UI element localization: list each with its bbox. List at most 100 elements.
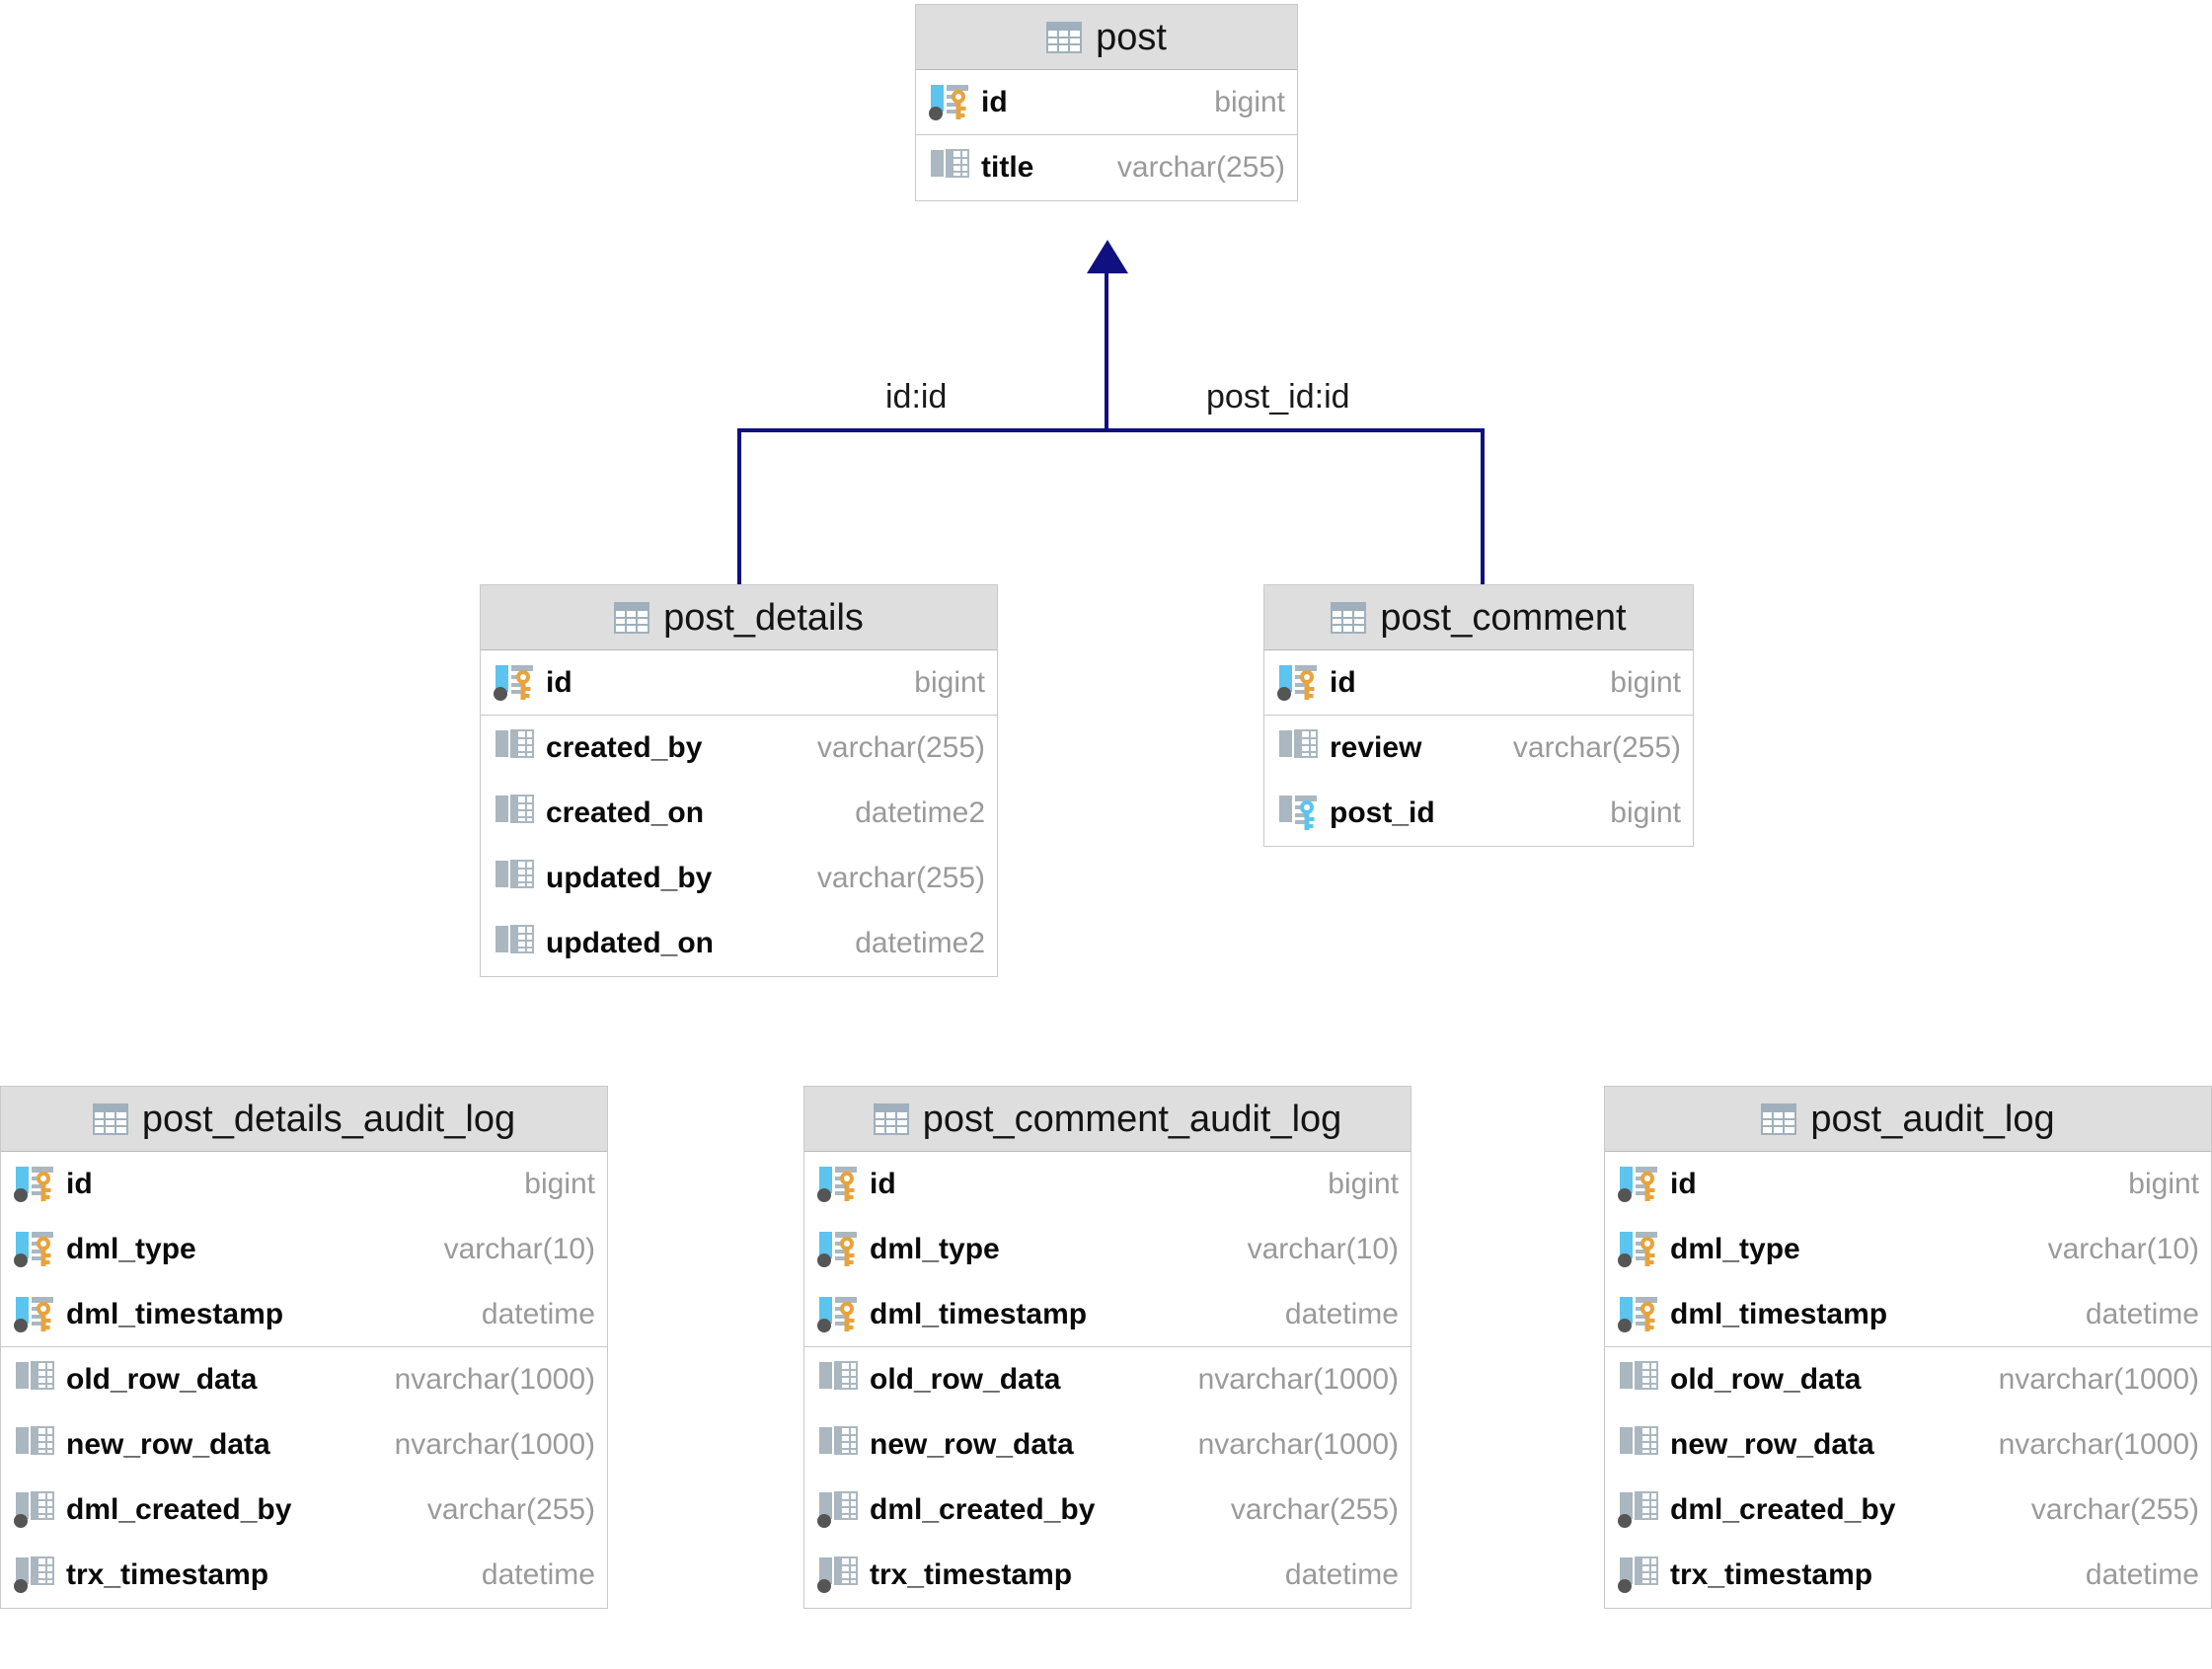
column-name: dml_type <box>66 1233 196 1265</box>
column-row[interactable]: updated_on datetime2 <box>481 911 997 976</box>
foreign-key-column-icon <box>1279 796 1317 830</box>
not-null-dot <box>817 1253 831 1267</box>
table-icon <box>1046 21 1083 53</box>
column-name: id <box>1670 1168 1697 1200</box>
entity-header-post_details[interactable]: post_details <box>481 585 997 650</box>
column-type: varchar(10) <box>1247 1233 1399 1265</box>
connector-drop-post-comment <box>1481 428 1485 586</box>
not-null-column-icon <box>1618 1556 1658 1593</box>
column-type: bigint <box>1214 85 1285 118</box>
column-type: varchar(255) <box>1230 1493 1399 1526</box>
primary-key-column-icon <box>1618 1296 1657 1332</box>
column-row[interactable]: id bigint <box>1264 650 1693 716</box>
not-null-dot <box>14 1318 28 1332</box>
column-row[interactable]: old_row_data nvarchar(1000) <box>1 1347 607 1412</box>
entity-title: post_details_audit_log <box>141 1098 516 1140</box>
column-type: bigint <box>914 665 985 699</box>
column-name: dml_created_by <box>870 1493 1096 1526</box>
entity-header-post_comment_audit_log[interactable]: post_comment_audit_log <box>804 1087 1411 1152</box>
column-name: new_row_data <box>66 1428 270 1461</box>
column-icon <box>1279 729 1318 758</box>
column-name: updated_on <box>546 927 714 959</box>
column-type: datetime <box>2085 1297 2199 1330</box>
column-type: nvarchar(1000) <box>1998 1428 2199 1461</box>
entity-title: post_comment <box>1380 596 1627 639</box>
not-null-column-icon <box>14 1491 54 1528</box>
connector-stem-vertical <box>1105 268 1108 430</box>
column-icon <box>16 1361 54 1390</box>
column-row[interactable]: dml_timestamp datetime <box>1605 1282 2211 1347</box>
column-name: id <box>1330 665 1356 699</box>
column-type: nvarchar(1000) <box>1998 1363 2199 1396</box>
entity-header-post_audit_log[interactable]: post_audit_log <box>1605 1087 2211 1152</box>
not-null-column-icon <box>817 1556 858 1593</box>
column-type: bigint <box>1610 665 1681 699</box>
column-icon <box>16 1426 54 1455</box>
column-icon <box>496 925 534 953</box>
connector-drop-post-details <box>737 428 741 586</box>
column-row[interactable]: dml_created_by varchar(255) <box>804 1478 1411 1543</box>
column-name: old_row_data <box>66 1363 258 1396</box>
entity-header-post[interactable]: post <box>916 5 1297 70</box>
column-type: nvarchar(1000) <box>394 1363 595 1396</box>
column-name: review <box>1330 731 1422 764</box>
column-type: varchar(255) <box>2030 1493 2199 1526</box>
entity-title: post_comment_audit_log <box>922 1098 1342 1140</box>
column-row[interactable]: dml_created_by varchar(255) <box>1 1478 607 1543</box>
column-name: new_row_data <box>870 1428 1074 1461</box>
entity-title: post_audit_log <box>1810 1098 2055 1140</box>
column-icon <box>496 729 534 758</box>
column-name: dml_created_by <box>66 1493 292 1526</box>
column-name: title <box>981 151 1034 184</box>
column-type: datetime2 <box>855 927 985 959</box>
entity-header-post_comment[interactable]: post_comment <box>1264 585 1693 650</box>
not-null-dot <box>1618 1514 1632 1528</box>
column-row[interactable]: old_row_data nvarchar(1000) <box>1605 1347 2211 1412</box>
column-name: old_row_data <box>1670 1363 1862 1396</box>
column-type: varchar(255) <box>426 1493 595 1526</box>
column-name: id <box>66 1168 93 1200</box>
entity-header-post_details_audit_log[interactable]: post_details_audit_log <box>1 1087 607 1152</box>
not-null-dot <box>1618 1318 1632 1332</box>
not-null-dot <box>929 106 943 120</box>
column-row[interactable]: id bigint <box>916 70 1297 135</box>
primary-key-column-icon <box>1277 664 1317 701</box>
table-icon <box>873 1102 909 1135</box>
primary-key-column-icon <box>817 1232 857 1267</box>
column-name: dml_timestamp <box>1670 1297 1888 1330</box>
table-icon <box>92 1102 128 1135</box>
column-name: id <box>981 85 1008 118</box>
